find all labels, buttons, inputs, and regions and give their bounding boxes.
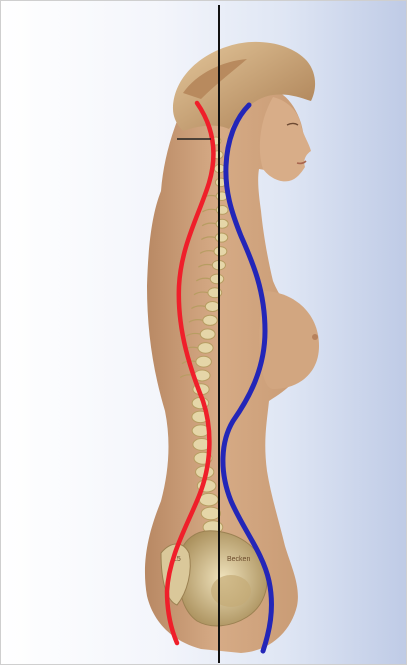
- pelvis-label: Becken: [227, 556, 250, 563]
- vertebra: [215, 233, 227, 242]
- vertebra: [203, 315, 217, 325]
- vertebra: [210, 274, 223, 284]
- vertebra: [214, 247, 227, 256]
- vertebra: [198, 343, 213, 354]
- vertebra: [199, 493, 218, 505]
- vertebra: [201, 507, 220, 520]
- face: [260, 97, 311, 181]
- vertebra: [196, 356, 212, 367]
- vertebra: [216, 219, 228, 228]
- vertebra: [205, 301, 219, 311]
- vertebra: [200, 329, 215, 339]
